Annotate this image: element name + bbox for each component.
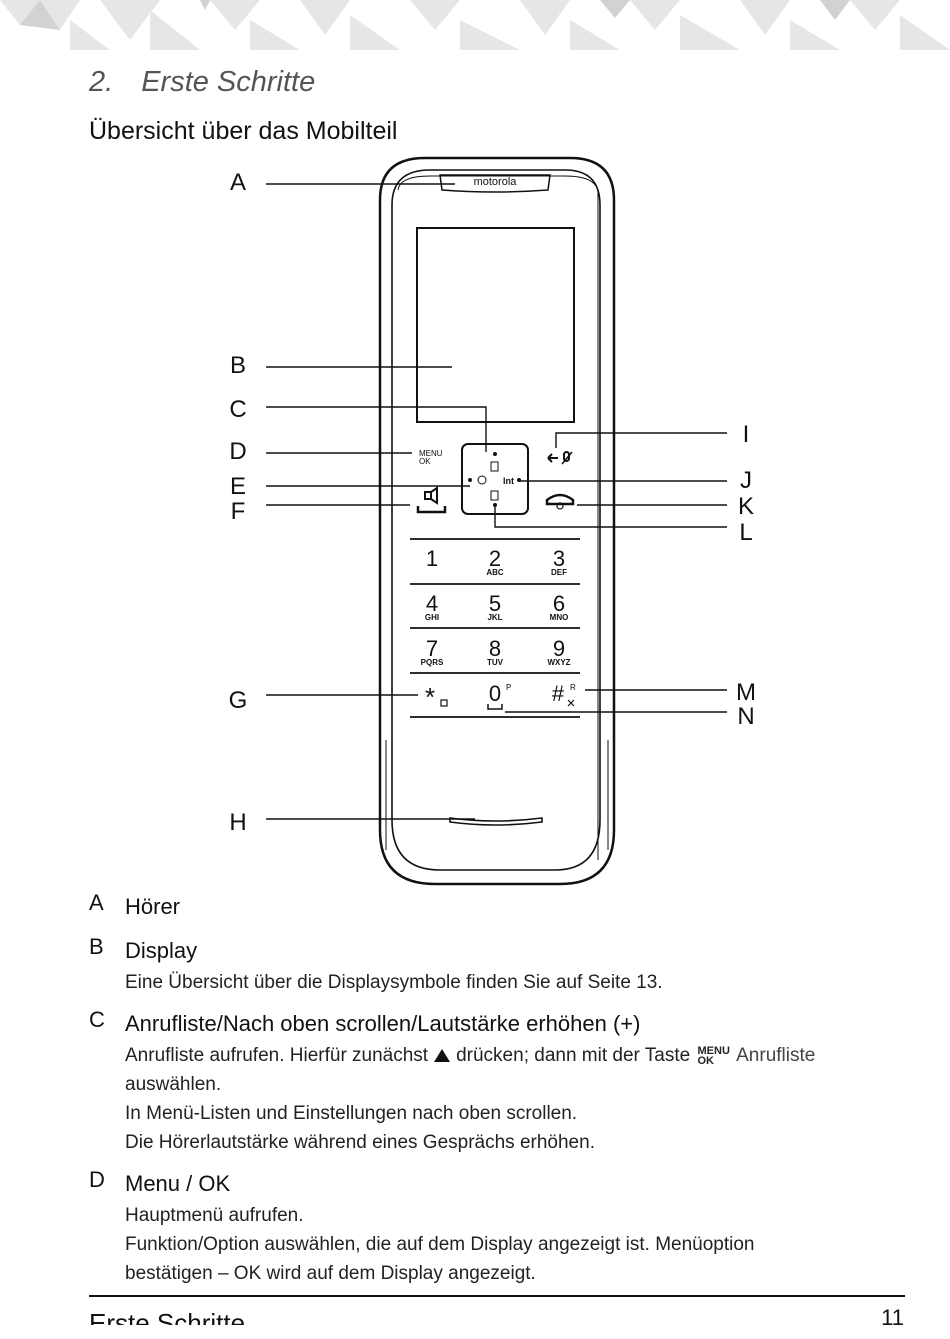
handset-diagram: motorola Int MENU OK 1 2 ABC 3 DEF 4 G: [229, 156, 756, 886]
chapter-title: Erste Schritte: [141, 66, 316, 98]
keylock-icon: [440, 699, 448, 707]
key-2-letters: ABC: [486, 568, 504, 577]
legend-entry-b: B Display Eine Übersicht über die Displa…: [89, 934, 889, 997]
callout-K: K: [738, 493, 754, 520]
legend-list: A Hörer B Display Eine Übersicht über di…: [89, 890, 889, 1298]
back-mute-key-icon: [547, 451, 573, 465]
call-log-icon: [490, 461, 499, 472]
key-0-digit: 0: [489, 681, 501, 706]
legend-desc: bestätigen – OK wird auf dem Display ang…: [125, 1263, 536, 1284]
legend-entry-a: A Hörer: [89, 890, 889, 924]
footer-section-label: Erste Schritte: [89, 1308, 246, 1325]
legend-desc-part: Anrufliste aufrufen. Hierfür zunächst: [125, 1045, 429, 1066]
key-4-letters: GHI: [425, 613, 439, 622]
legend-title: Display: [125, 938, 198, 963]
legend-title: Menu / OK: [125, 1171, 231, 1196]
legend-desc: In Menü-Listen und Einstellungen nach ob…: [125, 1103, 578, 1124]
key-9-letters: WXYZ: [547, 658, 570, 667]
space-icon: [487, 704, 503, 710]
earpiece: [439, 174, 551, 193]
key-7-digit: 7: [426, 636, 438, 661]
legend-desc: Funktion/Option auswählen, die auf dem D…: [125, 1234, 755, 1255]
callout-L: L: [739, 519, 752, 546]
ringer-off-icon: [567, 699, 575, 707]
legend-title: Hörer: [125, 894, 181, 919]
legend-desc: Eine Übersicht über die Displaysymbole f…: [125, 972, 663, 993]
key-5-letters: JKL: [487, 613, 502, 622]
key-8-letters: TUV: [487, 658, 504, 667]
callout-G: G: [229, 687, 248, 714]
header-triangle-banner: [0, 0, 950, 50]
callout-H: H: [229, 809, 246, 836]
key-8-digit: 8: [489, 636, 501, 661]
legend-softkey-label: Anrufliste: [736, 1045, 816, 1066]
key-3-letters: DEF: [551, 568, 567, 577]
key-3-digit: 3: [553, 546, 565, 571]
callout-F: F: [231, 498, 246, 525]
callout-J: J: [740, 467, 752, 494]
microphone-slot: [449, 817, 543, 826]
legend-letter: D: [89, 1167, 105, 1192]
key-5-digit: 5: [489, 591, 501, 616]
speaker-key-icon: [416, 486, 447, 514]
legend-title: Anrufliste/Nach oben scrollen/Lautstärke…: [125, 1011, 641, 1036]
legend-entry-d: D Menu / OK Hauptmenü aufrufen. Funktion…: [89, 1167, 889, 1288]
menu-key-label-ok: OK: [419, 457, 431, 466]
section-title: Übersicht über das Mobilteil: [89, 117, 398, 145]
callout-E: E: [230, 473, 246, 500]
legend-letter: A: [89, 890, 104, 915]
arrow-up-icon: [434, 1049, 451, 1063]
page-number: 11: [881, 1305, 904, 1330]
menu-key-label-menu: MENU: [419, 449, 443, 458]
chapter-heading: 2. Erste Schritte: [89, 66, 315, 99]
redial-icon: [477, 475, 487, 485]
callout-N: N: [737, 703, 754, 730]
callout-M: M: [736, 679, 756, 706]
key-hash-sup: R: [570, 683, 576, 692]
legend-desc: Die Hörerlautstärke während eines Gesprä…: [125, 1132, 595, 1153]
key-4-digit: 4: [426, 591, 438, 616]
handset-outline: [378, 156, 616, 886]
legend-entry-c: C Anrufliste/Nach oben scrollen/Lautstär…: [89, 1007, 889, 1157]
legend-letter: C: [89, 1007, 105, 1032]
key-hash: #: [552, 681, 565, 706]
legend-desc: auswählen.: [125, 1074, 222, 1095]
legend-desc-part: drücken; dann mit der Taste: [456, 1045, 691, 1066]
callout-C: C: [229, 396, 246, 423]
key-2-digit: 2: [489, 546, 501, 571]
int-label: Int: [503, 476, 514, 486]
legend-letter: B: [89, 934, 104, 959]
key-6-letters: MNO: [550, 613, 569, 622]
end-call-key-icon: [545, 493, 575, 510]
key-7-letters: PQRS: [421, 658, 444, 667]
chapter-number: 2.: [89, 66, 114, 98]
key-6-digit: 6: [553, 591, 565, 616]
brand-logo: motorola: [474, 176, 518, 188]
key-9-digit: 9: [553, 636, 565, 661]
legend-desc: Anrufliste aufrufen. Hierfür zunächst drü…: [125, 1041, 889, 1070]
callout-I: I: [743, 421, 750, 448]
callout-A: A: [230, 169, 246, 196]
key-0-sup: P: [506, 683, 511, 692]
key-1-digit: 1: [426, 546, 438, 571]
phonebook-icon: [490, 490, 499, 501]
legend-desc: Hauptmenü aufrufen.: [125, 1205, 304, 1226]
key-star: *: [425, 682, 435, 712]
display-screen: [416, 227, 575, 423]
footer-rule: [89, 1295, 905, 1297]
callout-B: B: [230, 352, 246, 379]
keypad: 1 2 ABC 3 DEF 4 GHI 5 JKL 6 MNO 7 PQRS 8…: [421, 546, 576, 712]
callout-D: D: [229, 438, 246, 465]
